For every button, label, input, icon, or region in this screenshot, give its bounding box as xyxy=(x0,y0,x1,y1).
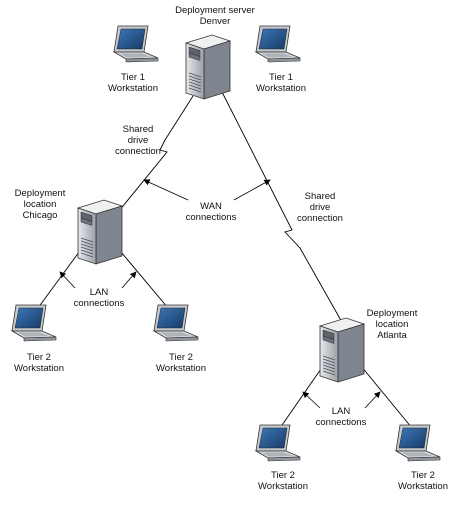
lan-link-atlanta-left xyxy=(279,365,324,429)
chicago-server-icon xyxy=(77,199,123,265)
denver-server-label: Deployment server Denver xyxy=(175,5,255,27)
tier1-right-label: Tier 1 Workstation xyxy=(256,72,306,94)
lan-link-atlanta-right xyxy=(360,365,413,429)
tier1-left-laptop-icon xyxy=(113,25,159,63)
lan-arrow-chicago-left xyxy=(59,271,76,289)
tier2-atlanta-right-label: Tier 2 Workstation xyxy=(398,470,448,492)
tier2-atlanta-left-label: Tier 2 Workstation xyxy=(258,470,308,492)
denver-server-icon xyxy=(185,34,231,100)
tier2-chicago-right-label: Tier 2 Workstation xyxy=(156,352,206,374)
wan-link-denver-chicago xyxy=(109,95,194,223)
tier2-atlanta-right-laptop-icon xyxy=(395,424,441,462)
shared-drive-left-label: Shared drive connection xyxy=(115,124,161,157)
tier2-chicago-left-label: Tier 2 Workstation xyxy=(14,352,64,374)
arrows xyxy=(59,179,381,409)
atlanta-server-icon xyxy=(319,317,365,383)
tier1-left-label: Tier 1 Workstation xyxy=(108,72,158,94)
chicago-location-label: Deployment location Chicago xyxy=(14,188,66,221)
tier1-right-laptop-icon xyxy=(255,25,301,63)
atlanta-location-label: Deployment location Atlanta xyxy=(366,308,418,341)
lan-arrow-atlanta-right xyxy=(364,391,381,409)
lan-connections-atlanta-label: LAN connections xyxy=(315,406,367,428)
lan-link-chicago-right xyxy=(115,245,169,309)
tier2-chicago-left-laptop-icon xyxy=(11,304,57,342)
wan-connections-label: WAN connections xyxy=(185,201,237,223)
wan-arrow-left xyxy=(143,179,189,201)
tier2-atlanta-left-laptop-icon xyxy=(255,424,301,462)
wan-arrow-right xyxy=(233,179,271,201)
lan-connections-chicago-label: LAN connections xyxy=(73,287,125,309)
lan-arrow-atlanta-left xyxy=(302,391,321,409)
lan-arrow-chicago-right xyxy=(121,271,137,289)
tier2-chicago-right-laptop-icon xyxy=(153,304,199,342)
shared-drive-right-label: Shared drive connection xyxy=(297,191,343,224)
